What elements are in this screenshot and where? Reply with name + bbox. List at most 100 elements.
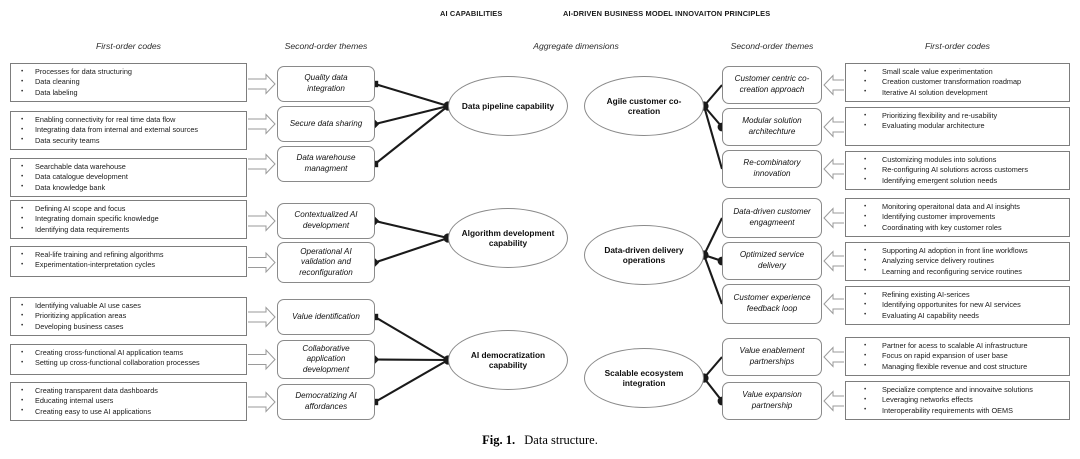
- first-order-code-item: Developing business cases: [17, 321, 242, 332]
- flow-arrow: [823, 116, 844, 138]
- caption-label: Fig. 1.: [482, 433, 516, 447]
- first-order-code-box: Searchable data warehouseData catalogue …: [10, 158, 247, 197]
- aggregate-dimension: Scalable ecosystem integration: [584, 348, 704, 408]
- first-order-code-item: Leveraging networks effects: [852, 395, 1065, 406]
- second-order-theme: Data-driven customer engagmeent: [722, 198, 822, 238]
- first-order-code-item: Creating easy to use AI applications: [17, 406, 242, 417]
- theme-dimension-link: [374, 316, 449, 361]
- aggregate-dimension: Data-driven delivery operations: [584, 225, 704, 285]
- aggregate-dimension: Agile customer co-creation: [584, 76, 704, 136]
- flow-arrow: [823, 74, 844, 96]
- first-order-code-box: Enabling connectivity for real time data…: [10, 111, 247, 150]
- second-order-theme-label: Quality data integration: [304, 73, 348, 93]
- first-order-code-item: Processes for data structuring: [17, 66, 242, 77]
- first-order-code-item: Identifying customer improvements: [852, 212, 1065, 223]
- first-order-code-item: Creating transparent data dashboards: [17, 385, 242, 396]
- second-order-theme: Quality data integration: [277, 66, 375, 102]
- second-order-theme-label: Democratizing AI affordances: [295, 391, 357, 411]
- first-order-code-item: Iterative AI solution development: [852, 87, 1065, 98]
- first-order-code-item: Searchable data warehouse: [17, 161, 242, 172]
- first-order-code-item: Learning and reconfiguring service routi…: [852, 266, 1065, 277]
- second-order-theme: Secure data sharing: [277, 106, 375, 142]
- second-order-theme-label: Customer experience feedback loop: [733, 293, 811, 313]
- first-order-code-item: Interoperability requirements with OEMS: [852, 405, 1065, 416]
- second-order-theme-label: Value enablement partnerships: [739, 346, 805, 366]
- theme-dimension-link: [703, 105, 723, 128]
- first-order-code-item: Data cleaning: [17, 77, 242, 88]
- second-order-theme: Contextualized AI development: [277, 203, 375, 239]
- second-order-theme-label: Optimized service delivery: [739, 250, 805, 270]
- first-order-code-item: Evaluating AI capability needs: [852, 310, 1065, 321]
- first-order-code-item: Small scale value experimentation: [852, 66, 1065, 77]
- second-order-theme: Value enablement partnerships: [722, 338, 822, 376]
- column-label-aggregate-dimensions: Aggregate dimensions: [533, 41, 619, 51]
- caption-text: Data structure.: [524, 433, 598, 447]
- aggregate-dimension: Algorithm development capability: [448, 208, 568, 268]
- first-order-code-item: Monitoring operaitonal data and AI insig…: [852, 201, 1065, 212]
- second-order-theme-label: Re-combinatory innovation: [743, 158, 801, 178]
- first-order-code-box: Creating transparent data dashboardsEduc…: [10, 382, 247, 421]
- first-order-code-item: Integrating data from internal and exter…: [17, 125, 242, 136]
- second-order-theme: Re-combinatory innovation: [722, 150, 822, 188]
- aggregate-dimension-label: Data pipeline capability: [461, 100, 555, 111]
- theme-dimension-link: [703, 377, 723, 402]
- first-order-code-item: Partner for acess to scalable AI infrast…: [852, 340, 1065, 351]
- aggregate-dimension-label: Agile customer co-creation: [606, 95, 682, 116]
- first-order-code-item: Creation customer transformation roadmap: [852, 77, 1065, 88]
- column-label-first-order-left: First-order codes: [96, 41, 161, 51]
- theme-dimension-link: [703, 254, 723, 262]
- first-order-code-item: Educating internal users: [17, 396, 242, 407]
- theme-dimension-link: [374, 104, 449, 126]
- second-order-theme: Customer experience feedback loop: [722, 284, 822, 324]
- first-order-code-box: Identifying valuable AI use casesPriorit…: [10, 297, 247, 336]
- first-order-code-item: Prioritizing application areas: [17, 311, 242, 322]
- first-order-code-item: Defining AI scope and focus: [17, 203, 242, 214]
- flow-arrow: [248, 391, 276, 413]
- second-order-theme-label: Contextualized AI development: [294, 210, 358, 230]
- aggregate-dimension: AI democratization capability: [448, 330, 568, 390]
- second-order-theme: Value identification: [277, 299, 375, 335]
- first-order-code-box: Partner for acess to scalable AI infrast…: [845, 337, 1070, 376]
- theme-dimension-link: [703, 356, 723, 379]
- section-header-ai-capabilities: AI CAPABILITIES: [440, 9, 503, 18]
- figure-caption: Fig. 1. Data structure.: [0, 433, 1080, 448]
- flow-arrow: [248, 348, 276, 371]
- flow-arrow: [823, 293, 844, 315]
- flow-arrow: [823, 158, 844, 180]
- first-order-code-item: Data knowledge bank: [17, 182, 242, 193]
- flow-arrow: [248, 251, 276, 274]
- theme-dimension-link: [374, 237, 449, 264]
- first-order-code-item: Integrating domain specific knowledge: [17, 214, 242, 225]
- second-order-theme-label: Secure data sharing: [289, 118, 363, 128]
- first-order-code-item: Identifying valuable AI use cases: [17, 300, 242, 311]
- second-order-theme: Data warehouse managment: [277, 146, 375, 182]
- flow-arrow: [823, 207, 844, 229]
- first-order-code-item: Data catalogue development: [17, 172, 242, 183]
- column-label-first-order-right: First-order codes: [925, 41, 990, 51]
- second-order-theme-label: Modular solution architechture: [742, 116, 802, 136]
- first-order-code-item: Data labeling: [17, 87, 242, 98]
- theme-dimension-link: [374, 105, 449, 165]
- aggregate-dimension-label: AI democratization capability: [470, 349, 546, 370]
- theme-dimension-link: [374, 359, 449, 403]
- second-order-theme-label: Data-driven customer engagmeent: [733, 207, 811, 227]
- aggregate-dimension-label: Scalable ecosystem integration: [604, 367, 684, 388]
- flow-arrow: [248, 153, 276, 175]
- first-order-code-item: Refining existing AI-serices: [852, 289, 1065, 300]
- first-order-code-box: Defining AI scope and focusIntegrating d…: [10, 200, 247, 239]
- theme-dimension-link: [703, 217, 723, 256]
- first-order-code-box: Customizing modules into solutionsRe-con…: [845, 151, 1070, 190]
- theme-dimension-link: [374, 219, 449, 240]
- first-order-code-box: Creating cross-functional AI application…: [10, 344, 247, 375]
- second-order-theme: Value expansion partnership: [722, 382, 822, 420]
- second-order-theme-label: Collaborative application development: [302, 343, 350, 374]
- first-order-code-item: Managing flexible revenue and cost struc…: [852, 361, 1065, 372]
- flow-arrow: [823, 346, 844, 368]
- first-order-code-item: Customizing modules into solutions: [852, 154, 1065, 165]
- aggregate-dimension: Data pipeline capability: [448, 76, 568, 136]
- theme-dimension-link: [702, 105, 724, 170]
- theme-dimension-link: [374, 82, 449, 108]
- second-order-theme: Modular solution architechture: [722, 108, 822, 146]
- second-order-theme-label: Value identification: [292, 311, 360, 321]
